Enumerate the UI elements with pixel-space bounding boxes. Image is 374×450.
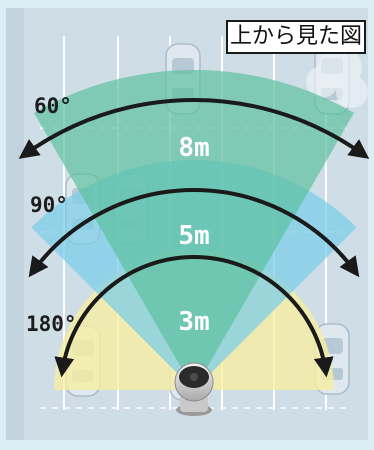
camera-icon [174,362,214,416]
sidewalk-left [6,8,24,440]
page-title: 上から見た図 [226,20,366,54]
arc-arrow-60 [18,98,370,159]
arc-arrow-90 [28,188,360,278]
distance-label-5m: 5m [178,221,210,251]
angle-label-90: 90° [30,193,68,217]
tree-icon [306,46,368,108]
arc-arrow-180 [54,254,334,378]
distance-label-8m: 8m [178,133,210,163]
angle-label-180: 180° [26,312,77,336]
distance-label-3m: 3m [178,307,210,337]
angle-label-60: 60° [34,94,72,118]
